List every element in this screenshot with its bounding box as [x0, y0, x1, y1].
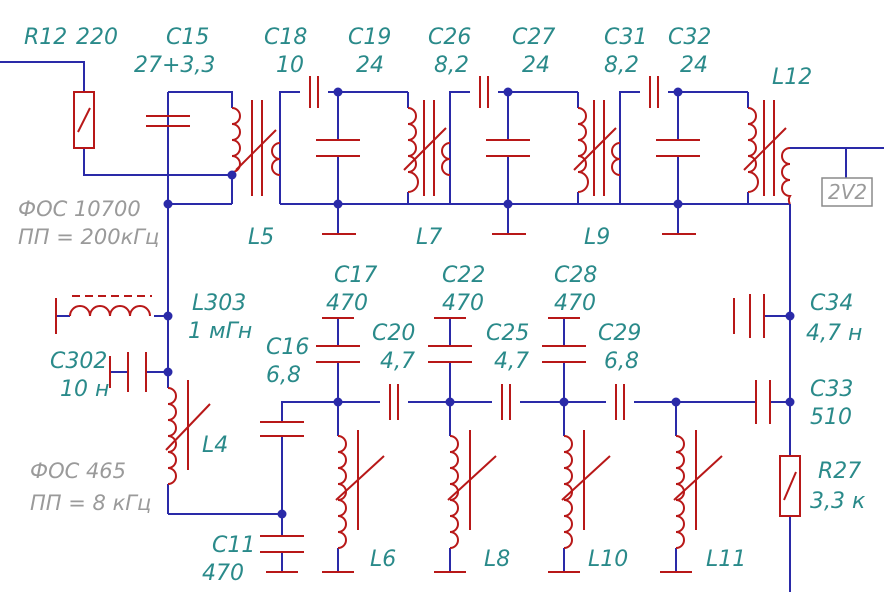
- label-c29-value: 6,8: [604, 349, 639, 374]
- label-l9: L9: [584, 225, 610, 250]
- label-l5: L5: [248, 225, 274, 250]
- labels: R12 220 C15 27+3,3 C18 10 C19 24 C26 8,2…: [18, 25, 867, 586]
- inductor-l6: [335, 430, 385, 549]
- label-r12-value: 220: [76, 25, 118, 50]
- label-c15-value: 27+3,3: [134, 53, 215, 78]
- transformer-l5: [231, 100, 281, 196]
- inductor-l4: [165, 380, 211, 485]
- label-c25: C25: [486, 321, 529, 346]
- capacitor-c26: [479, 76, 489, 108]
- label-r12: R12: [24, 25, 67, 50]
- capacitor-c29: [615, 384, 625, 420]
- capacitor-c17: [316, 317, 360, 363]
- label-l4: L4: [202, 433, 228, 458]
- label-c27-value: 24: [522, 53, 550, 78]
- label-r27: R27: [818, 459, 861, 484]
- capacitor-c19: [316, 139, 360, 157]
- capacitor-c27: [486, 139, 530, 157]
- capacitor-c18: [309, 76, 319, 108]
- inductor-l303: [55, 295, 152, 334]
- note-pp-200: ПП = 200кГц: [18, 225, 159, 249]
- label-c34: C34: [810, 291, 853, 316]
- label-c33: C33: [810, 377, 853, 402]
- label-c27: C27: [512, 25, 555, 50]
- junctions: [163, 87, 795, 519]
- label-c28: C28: [554, 263, 597, 288]
- label-c33-value: 510: [810, 405, 852, 430]
- transformer-l9: [573, 100, 621, 196]
- label-l11: L11: [706, 547, 746, 572]
- label-c31-value: 8,2: [604, 53, 639, 78]
- label-l8: L8: [484, 547, 510, 572]
- label-c32: C32: [668, 25, 711, 50]
- inductor-l11: [673, 430, 723, 549]
- capacitor-c34: [733, 294, 765, 338]
- capacitor-c20: [389, 384, 399, 420]
- note-fos-465: ФОС 465: [30, 459, 126, 483]
- label-c28-value: 470: [554, 291, 596, 316]
- label-c16-value: 6,8: [266, 363, 301, 388]
- label-c19: C19: [348, 25, 391, 50]
- resistor-r27: [779, 455, 801, 517]
- capacitor-c28: [542, 317, 586, 363]
- label-l303: L303: [192, 291, 246, 316]
- label-l303-value: 1 мГн: [188, 319, 252, 344]
- label-c11-value: 470: [202, 561, 244, 586]
- capacitor-c25: [501, 384, 511, 420]
- label-c22-value: 470: [442, 291, 484, 316]
- label-c16: C16: [266, 335, 309, 360]
- label-c17-value: 470: [326, 291, 368, 316]
- note-fos-10700: ФОС 10700: [18, 197, 141, 221]
- label-c29: C29: [598, 321, 641, 346]
- capacitor-c32: [656, 139, 700, 157]
- capacitor-c15: [146, 115, 190, 127]
- label-c302-value: 10 н: [60, 377, 109, 402]
- label-c20: C20: [372, 321, 415, 346]
- label-l12: L12: [772, 65, 812, 90]
- label-c22: C22: [442, 263, 485, 288]
- inductor-l8: [447, 430, 497, 549]
- transformer-l7: [403, 100, 451, 196]
- connector-2v2-box: [821, 177, 873, 207]
- label-l7: L7: [416, 225, 442, 250]
- label-c20-value: 4,7: [380, 349, 415, 374]
- label-c26: C26: [428, 25, 471, 50]
- capacitor-c31: [649, 76, 659, 108]
- label-l6: L6: [370, 547, 396, 572]
- capacitor-c22: [428, 317, 472, 363]
- label-c15: C15: [166, 25, 209, 50]
- inductor-l10: [561, 430, 611, 549]
- label-r27-value: 3,3 к: [810, 489, 866, 514]
- capacitor-c33: [755, 380, 771, 424]
- capacitor-c11: [260, 535, 304, 573]
- label-l10: L10: [588, 547, 628, 572]
- components: [55, 76, 873, 573]
- note-pp-8: ПП = 8 кГц: [30, 491, 151, 515]
- resistor-r12: [73, 91, 95, 149]
- label-c18-value: 10: [276, 53, 304, 78]
- transformer-l12: [743, 100, 792, 205]
- capacitor-c16: [260, 421, 304, 437]
- label-c32-value: 24: [680, 53, 708, 78]
- label-c26-value: 8,2: [434, 53, 469, 78]
- label-c19-value: 24: [356, 53, 384, 78]
- label-c18: C18: [264, 25, 307, 50]
- label-c11: C11: [212, 533, 255, 558]
- label-c25-value: 4,7: [494, 349, 529, 374]
- label-2v2: 2V2: [828, 180, 867, 204]
- capacitor-c302: [109, 352, 147, 392]
- label-c34-value: 4,7 н: [806, 321, 862, 346]
- label-c17: C17: [334, 263, 377, 288]
- label-c302: C302: [50, 349, 107, 374]
- label-c31: C31: [604, 25, 647, 50]
